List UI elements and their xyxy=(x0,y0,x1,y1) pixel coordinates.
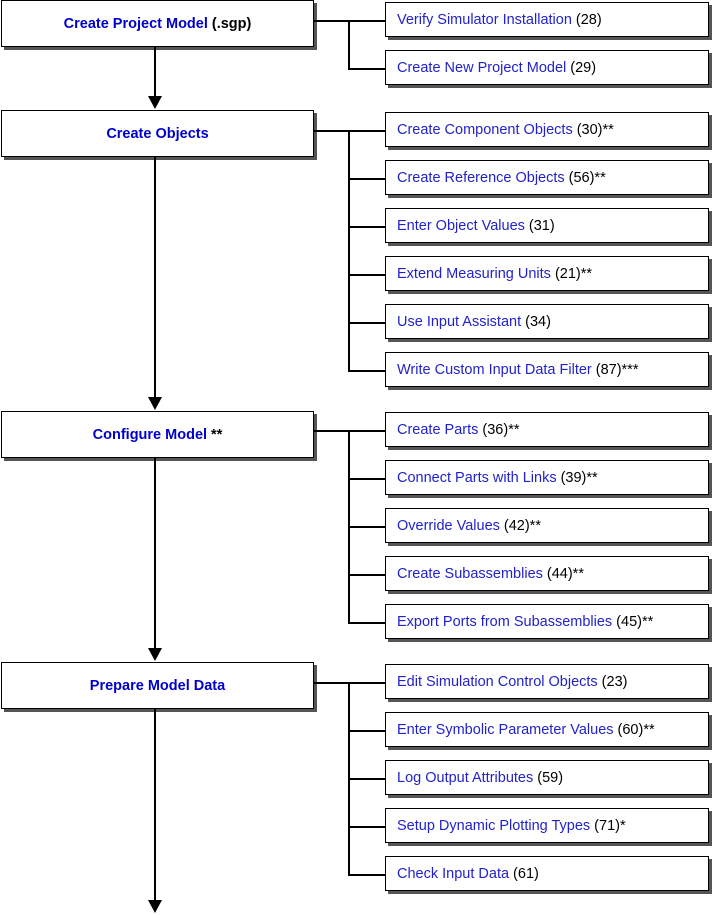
subtask-page-ref: (56)** xyxy=(568,169,606,186)
subtask-page-ref: (45)** xyxy=(616,613,654,630)
subtask-label: Create Parts xyxy=(397,421,479,438)
branch-connector xyxy=(348,68,385,70)
subtask-box[interactable]: Log Output Attributes(59) xyxy=(385,760,709,795)
subtask-label: Create Reference Objects xyxy=(397,169,565,186)
subtask-page-ref: (44)** xyxy=(546,565,584,582)
subtask-label: Create Component Objects xyxy=(397,121,573,138)
subtask-label: Check Input Data xyxy=(397,865,510,882)
subtask-label: Edit Simulation Control Objects xyxy=(397,673,598,690)
branch-connector xyxy=(348,874,385,876)
subtask-box[interactable]: Create Parts(36)** xyxy=(385,412,709,447)
subtask-box[interactable]: Enter Symbolic Parameter Values(60)** xyxy=(385,712,709,747)
subtask-page-ref: (71)* xyxy=(594,817,626,834)
subtask-label: Setup Dynamic Plotting Types xyxy=(397,817,591,834)
subtask-page-ref: (87)*** xyxy=(595,361,639,378)
flow-arrow xyxy=(148,96,162,109)
subtask-box[interactable]: Override Values(42)** xyxy=(385,508,709,543)
subtask-box[interactable]: Create New Project Model(29) xyxy=(385,50,709,85)
branch-connector xyxy=(348,574,385,576)
branch-connector xyxy=(348,226,385,228)
subtask-box[interactable]: Export Ports from Subassemblies(45)** xyxy=(385,604,709,639)
subtask-box[interactable]: Create Reference Objects(56)** xyxy=(385,160,709,195)
subtask-page-ref: (34) xyxy=(525,313,551,330)
step-label: Create Project Model xyxy=(63,15,208,32)
branch-connector xyxy=(314,20,385,22)
step-label: Create Objects xyxy=(106,125,209,142)
subtask-label: Override Values xyxy=(397,517,500,534)
subtask-label: Write Custom Input Data Filter xyxy=(397,361,592,378)
step-box[interactable]: Configure Model** xyxy=(1,411,314,458)
subtask-page-ref: (29) xyxy=(570,59,597,76)
subtask-label: Create New Project Model xyxy=(397,59,567,76)
subtask-box[interactable]: Write Custom Input Data Filter(87)*** xyxy=(385,352,709,387)
step-label: Prepare Model Data xyxy=(89,677,226,694)
flow-line xyxy=(154,709,156,900)
subtask-page-ref: (60)** xyxy=(617,721,655,738)
flow-line xyxy=(154,157,156,397)
flow-line xyxy=(154,47,156,96)
branch-connector xyxy=(348,274,385,276)
subtask-page-ref: (36)** xyxy=(482,421,520,438)
branch-connector xyxy=(348,370,385,372)
flow-arrow xyxy=(148,900,162,913)
branch-connector xyxy=(348,778,385,780)
subtask-label: Use Input Assistant xyxy=(397,313,522,330)
subtask-box[interactable]: Create Subassemblies(44)** xyxy=(385,556,709,591)
subtask-page-ref: (28) xyxy=(575,11,602,28)
subtask-page-ref: (23) xyxy=(601,673,628,690)
step-suffix: (.sgp) xyxy=(211,15,252,32)
subtask-page-ref: (59) xyxy=(537,769,564,786)
subtask-page-ref: (61) xyxy=(513,865,539,882)
subtask-box[interactable]: Check Input Data(61) xyxy=(385,856,709,891)
subtask-label: Create Subassemblies xyxy=(397,565,543,582)
subtask-label: Extend Measuring Units xyxy=(397,265,551,282)
step-box[interactable]: Prepare Model Data xyxy=(1,662,314,709)
subtask-box[interactable]: Edit Simulation Control Objects(23) xyxy=(385,664,709,699)
subtask-box[interactable]: Create Component Objects(30)** xyxy=(385,112,709,147)
flow-arrow xyxy=(148,648,162,661)
branch-connector xyxy=(348,322,385,324)
branch-bus xyxy=(348,20,350,68)
subtask-label: Verify Simulator Installation xyxy=(397,11,572,28)
branch-connector xyxy=(348,478,385,480)
subtask-page-ref: (30)** xyxy=(576,121,614,138)
step-box[interactable]: Create Project Model(.sgp) xyxy=(1,0,314,47)
branch-connector xyxy=(348,178,385,180)
step-label: Configure Model xyxy=(92,426,208,443)
subtask-box[interactable]: Enter Object Values(31) xyxy=(385,208,709,243)
subtask-page-ref: (21)** xyxy=(554,265,593,282)
branch-connector xyxy=(314,130,385,132)
flow-arrow xyxy=(148,397,162,410)
step-box[interactable]: Create Objects xyxy=(1,110,314,157)
subtask-label: Connect Parts with Links xyxy=(397,469,557,486)
subtask-box[interactable]: Verify Simulator Installation(28) xyxy=(385,2,709,37)
subtask-box[interactable]: Use Input Assistant(34) xyxy=(385,304,709,339)
branch-bus xyxy=(348,130,350,370)
branch-connector xyxy=(348,526,385,528)
subtask-box[interactable]: Extend Measuring Units(21)** xyxy=(385,256,709,291)
flow-line xyxy=(154,458,156,648)
subtask-label: Export Ports from Subassemblies xyxy=(397,613,613,630)
subtask-page-ref: (31) xyxy=(528,217,555,234)
step-suffix: ** xyxy=(211,426,223,443)
subtask-page-ref: (39)** xyxy=(560,469,598,486)
subtask-box[interactable]: Setup Dynamic Plotting Types(71)* xyxy=(385,808,709,843)
branch-connector xyxy=(348,622,385,624)
subtask-page-ref: (42)** xyxy=(503,517,541,534)
branch-connector xyxy=(314,682,385,684)
subtask-box[interactable]: Connect Parts with Links(39)** xyxy=(385,460,709,495)
branch-connector xyxy=(348,730,385,732)
branch-connector xyxy=(348,826,385,828)
subtask-label: Log Output Attributes xyxy=(397,769,534,786)
subtask-label: Enter Object Values xyxy=(397,217,525,234)
branch-connector xyxy=(314,430,385,432)
subtask-label: Enter Symbolic Parameter Values xyxy=(397,721,614,738)
